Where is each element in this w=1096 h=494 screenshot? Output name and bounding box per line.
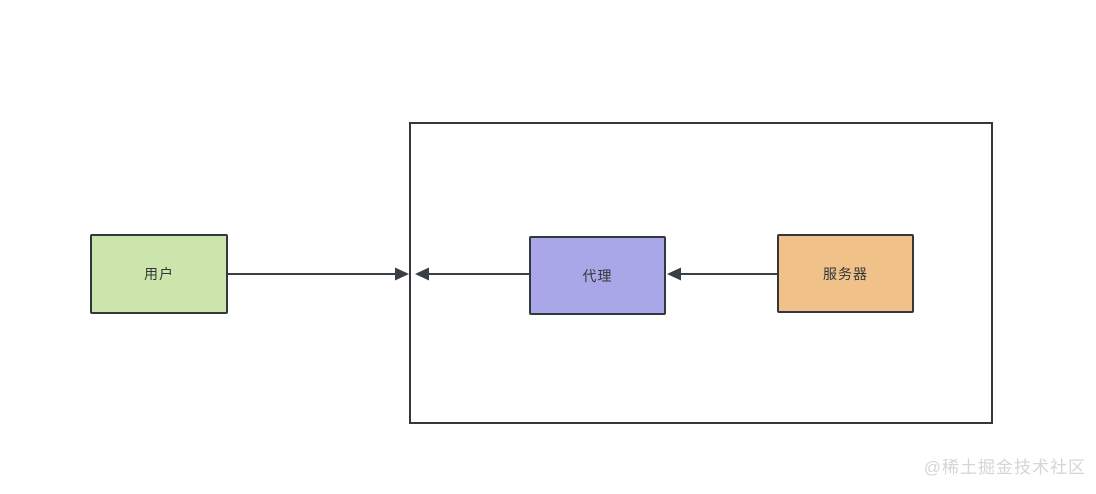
- node-user: 用户: [90, 234, 228, 314]
- watermark: @稀土掘金技术社区: [923, 458, 1086, 477]
- node-server: 服务器: [777, 234, 914, 313]
- node-user-label: 用户: [144, 266, 174, 282]
- node-proxy-label: 代理: [582, 267, 613, 284]
- node-proxy: 代理: [529, 236, 666, 315]
- arrow-head-right-icon: [395, 267, 409, 281]
- node-server-label: 服务器: [823, 265, 868, 282]
- boundary-rectangle: [409, 122, 993, 424]
